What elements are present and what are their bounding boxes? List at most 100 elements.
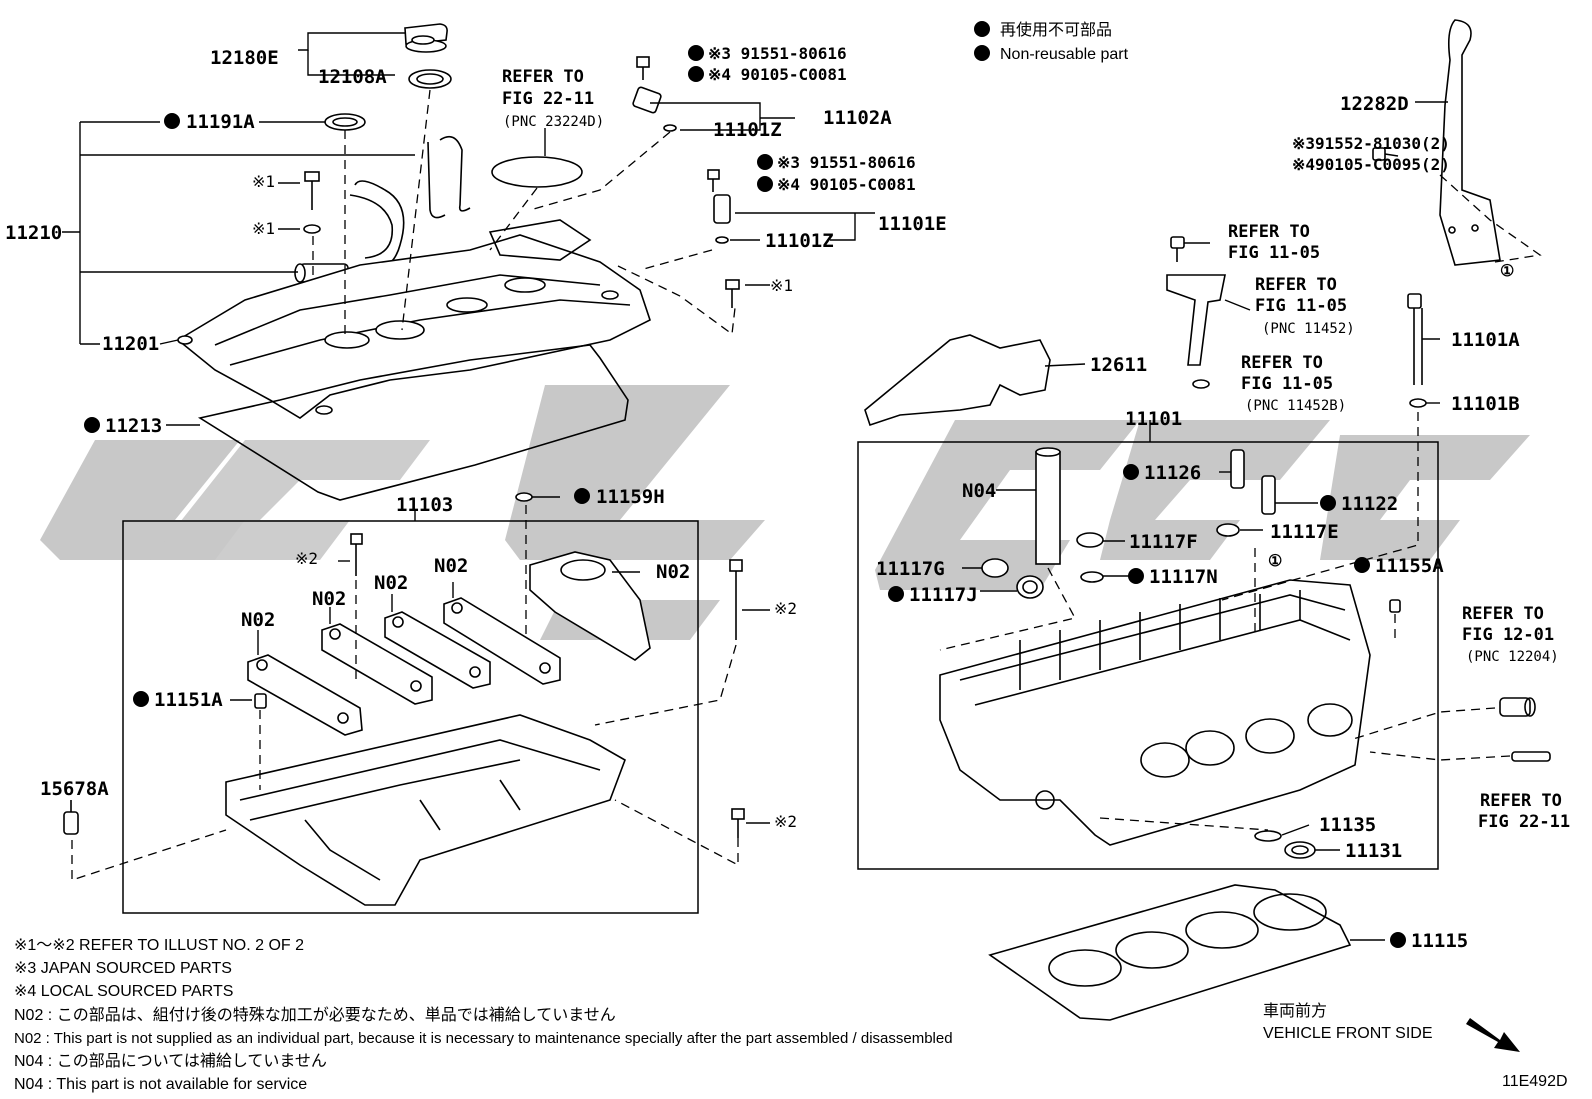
refer-label: REFER TO	[1241, 353, 1323, 373]
part-label-11103: 11103	[396, 494, 453, 516]
part-label-15678A: 15678A	[40, 778, 109, 800]
refer-label: REFER TO	[1255, 275, 1337, 295]
guide-11126-part	[1230, 449, 1245, 489]
non-reusable-bullet-icon	[1390, 932, 1406, 948]
bolt-bracket-part	[1372, 147, 1399, 161]
bearing-cap-n02-4	[443, 597, 561, 685]
part-label-11101Z: 11101Z	[765, 230, 834, 252]
part-label-90105-C0095: ※490105-C0095(2)	[1292, 155, 1450, 174]
non-reusable-bullet-icon	[1123, 464, 1139, 480]
plug-11117e-part	[1216, 523, 1240, 537]
legend-en: Non-reusable part	[1000, 46, 1129, 63]
note-x1-label: ※1	[252, 219, 275, 238]
note-line: ※1～※2 REFER TO ILLUST NO. 2 OF 2	[14, 937, 304, 954]
camshaft-housing-part	[225, 714, 626, 906]
seal-11131-part	[1284, 841, 1316, 859]
non-reusable-bullet-icon	[574, 488, 590, 504]
bearing-cap-n02-1	[247, 654, 363, 736]
part-label-11159H: 11159H	[596, 486, 665, 508]
engine-hanger-bracket-part	[1439, 19, 1501, 266]
illustration-id: 11E492D	[1502, 1073, 1568, 1090]
part-label-11126: 11126	[1144, 462, 1201, 484]
bolt-x1-part	[303, 171, 321, 234]
pin-11155a-part	[1389, 599, 1401, 613]
bolt-x2-long-part	[729, 559, 743, 640]
install-lines-11103	[71, 580, 739, 881]
part-label-91551-80616: ※3 91551-80616	[777, 153, 916, 172]
part-label-N02: N02	[656, 561, 690, 583]
refer-label: REFER TO	[1480, 791, 1562, 811]
non-reusable-bullet-icon	[757, 176, 773, 192]
bolt-ref-11-05-part	[1170, 236, 1185, 262]
cylinder-head-cover-part	[176, 219, 651, 419]
non-reusable-bullet-icon	[757, 154, 773, 170]
seal-11117j-part	[1016, 575, 1044, 599]
part-label-11135: 11135	[1319, 814, 1376, 836]
non-reusable-bullet-icon	[133, 691, 149, 707]
part-label-11151A: 11151A	[154, 689, 223, 711]
cylinder-head-part	[939, 579, 1371, 846]
oil-control-valve-part	[1499, 697, 1536, 717]
gasket-ring-ref-part	[491, 156, 583, 188]
non-reusable-bullet-icon	[888, 586, 904, 602]
refer-fig-label: FIG 11-05	[1255, 296, 1347, 316]
leader-lines-top-left	[62, 32, 875, 498]
refer-pnc-label: (PNC 12204)	[1466, 649, 1559, 665]
part-label-12282D: 12282D	[1340, 93, 1409, 115]
leader-lines-right	[962, 101, 1448, 941]
ref-circle-one-label: ①	[1268, 551, 1282, 570]
cam-sensor-lower-part	[707, 169, 731, 244]
refer-label: REFER TO	[502, 67, 584, 87]
part-label-11155A: 11155A	[1375, 555, 1444, 577]
part-label-N02: N02	[241, 609, 275, 631]
non-reusable-bullet-icon	[1320, 495, 1336, 511]
note-line: N02 : This part is not supplied as an in…	[14, 1030, 953, 1047]
ventilation-hose-part	[427, 135, 471, 219]
gasket-11135-part	[1254, 830, 1282, 842]
legend-bullet-icon	[974, 45, 990, 61]
non-reusable-bullet-icon	[688, 45, 704, 61]
head-gasket-11115-part	[988, 884, 1352, 1021]
part-label-91551-80616: ※3 91551-80616	[708, 44, 847, 63]
part-label-12180E: 12180E	[210, 47, 279, 69]
refer-label: REFER TO	[1228, 222, 1310, 242]
gasket-12108a-part	[408, 69, 452, 89]
pcv-hose-part	[349, 180, 405, 272]
refer-fig-label: FIG 11-05	[1228, 243, 1320, 263]
gasket-11191a-part	[324, 113, 366, 131]
plug-11117f-part	[1076, 532, 1104, 548]
part-label-90105-C0081: ※4 90105-C0081	[708, 65, 847, 84]
head-bolt-11101a-part	[1407, 293, 1427, 408]
part-label-11131: 11131	[1345, 840, 1402, 862]
part-label-11101: 11101	[1125, 408, 1182, 430]
water-pipe-part	[1166, 274, 1226, 366]
part-label-11101B: 11101B	[1451, 393, 1520, 415]
bearing-cap-n02-2	[321, 623, 433, 705]
o-ring-11452b-part	[1192, 379, 1210, 389]
dowel-pin-11151a-part	[254, 693, 267, 709]
part-label-91552-81030: ※391552-81030(2)	[1292, 134, 1450, 153]
part-label-11117N: 11117N	[1149, 566, 1218, 588]
part-label-11101Z: 11101Z	[713, 119, 782, 141]
front-arrow-icon	[1466, 1018, 1520, 1052]
note-line: N04 : This part is not available for ser…	[14, 1076, 307, 1093]
note-line: ※3 JAPAN SOURCED PARTS	[14, 960, 232, 977]
cover-gasket-part	[197, 344, 629, 501]
note-x1-label: ※1	[770, 276, 793, 295]
note-x1-label: ※1	[252, 172, 275, 191]
assembly-box-11103	[122, 520, 699, 914]
part-label-90105-C0081: ※4 90105-C0081	[777, 175, 916, 194]
part-label-11117G: 11117G	[876, 558, 945, 580]
note-x2-label: ※2	[774, 812, 797, 831]
part-label-11101A: 11101A	[1451, 329, 1520, 351]
legend-jp: 再使用不可部品	[1000, 21, 1112, 39]
note-line: ※4 LOCAL SOURCED PARTS	[14, 983, 233, 1000]
cam-sensor-upper-part	[632, 56, 677, 132]
gasket-11117n-part	[1080, 571, 1104, 583]
front-side-en: VEHICLE FRONT SIDE	[1263, 1025, 1433, 1042]
leader-lines-11103	[230, 510, 770, 824]
refer-fig-label: FIG 12-01	[1462, 625, 1554, 645]
bearing-cap-n02-5	[529, 551, 651, 661]
note-line: N02 : この部品は、組付け後の特殊な加工が必要なため、単品では補給していませ…	[14, 1006, 616, 1024]
